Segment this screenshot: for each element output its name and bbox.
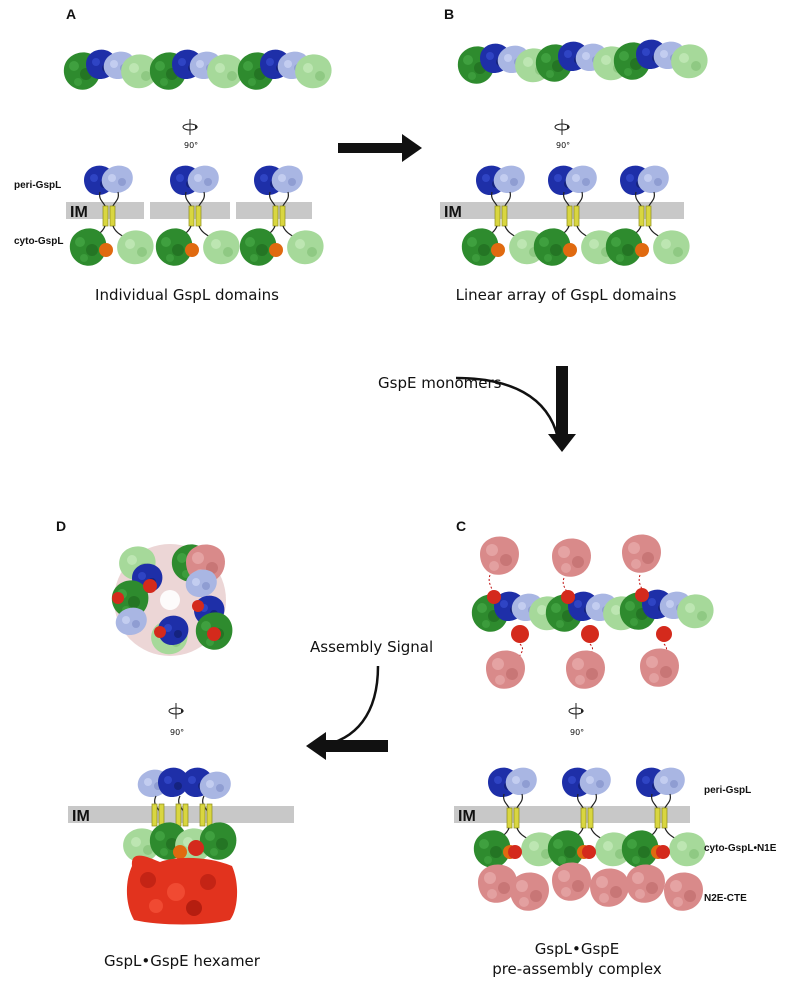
rotation-label: 90°	[184, 141, 198, 150]
rotation-icon	[182, 118, 199, 136]
hexamer-top-view	[111, 544, 233, 656]
panel-d: D 90° IM	[56, 518, 294, 970]
panel-a-letter: A	[66, 6, 76, 22]
arrow-c-to-d: Assembly Signal	[306, 638, 433, 760]
rotation-label: 90°	[556, 141, 570, 150]
assembly-signal-label: Assembly Signal	[310, 638, 433, 656]
arrow-b-to-c: GspE monomers	[378, 366, 576, 452]
panel-c-caption-line2: pre-assembly complex	[492, 960, 662, 978]
gspe-monomers-label: GspE monomers	[378, 374, 502, 392]
panel-c: C 90° IM	[454, 518, 777, 978]
rotation-label: 90°	[170, 728, 184, 737]
panel-c-caption-line1: GspL•GspE	[535, 940, 620, 958]
panel-b-letter: B	[444, 6, 454, 22]
rotation-icon	[568, 702, 585, 720]
peri-gspl-label: peri-GspL	[14, 180, 61, 191]
panel-c-letter: C	[456, 518, 466, 534]
panel-d-letter: D	[56, 518, 66, 534]
arrow-a-to-b	[338, 134, 422, 162]
membrane-bar	[454, 806, 690, 823]
n2e-cte-label: N2E-CTE	[704, 893, 747, 904]
panel-c-n2e-cte	[478, 862, 703, 911]
panel-a: A 90° peri-GspL cyto-GspL IM Individual …	[14, 6, 332, 304]
rotation-icon	[554, 118, 571, 136]
panel-d-caption: GspL•GspE hexamer	[104, 952, 261, 970]
membrane-label: IM	[72, 808, 90, 825]
cyto-gspl-label: cyto-GspL	[14, 236, 63, 247]
rotation-label: 90°	[570, 728, 584, 737]
peri-gspl-label: peri-GspL	[704, 785, 751, 796]
cyto-gspl-n1e-label: cyto-GspL•N1E	[704, 843, 777, 854]
panel-c-top-view	[472, 534, 714, 689]
rotation-icon	[168, 702, 185, 720]
panel-a-filaments	[64, 50, 332, 90]
panel-b-filament	[458, 40, 708, 84]
membrane-label: IM	[458, 808, 476, 825]
membrane-bar	[440, 202, 684, 219]
hexamer-side-view	[123, 767, 238, 925]
membrane-label: IM	[70, 204, 88, 221]
panel-b-caption: Linear array of GspL domains	[456, 286, 677, 304]
membrane-label: IM	[444, 204, 462, 221]
panel-a-caption: Individual GspL domains	[95, 286, 279, 304]
panel-b: B 90° IM Linear array of GspL domains	[440, 6, 708, 304]
